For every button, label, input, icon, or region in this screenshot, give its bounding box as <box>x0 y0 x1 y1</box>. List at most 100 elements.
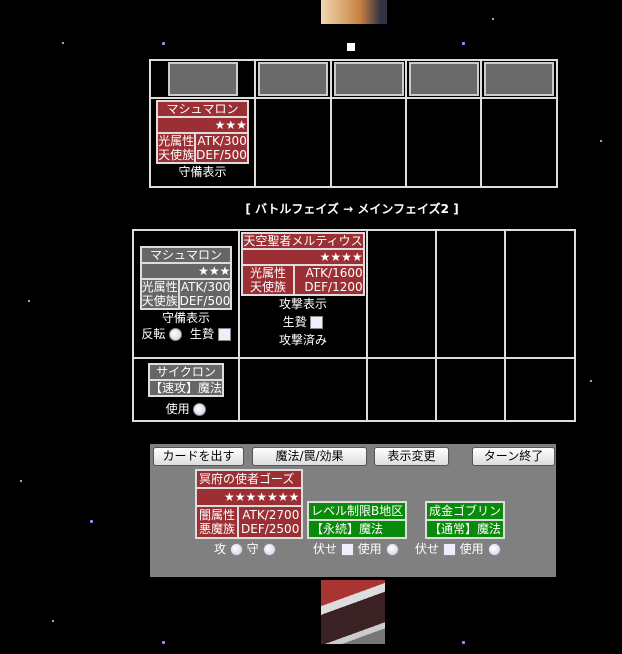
player-spell-zone[interactable]: サイクロン 【速攻】魔法 使用 <box>132 357 240 422</box>
flip-radio[interactable] <box>169 328 183 341</box>
tribute-label: 生贄 <box>189 327 214 341</box>
set-checkbox[interactable] <box>442 543 456 556</box>
set-label: 伏せ <box>313 542 338 556</box>
card-type: 【永続】魔法 <box>306 519 408 539</box>
hand-spell-card[interactable]: レベル制限B地区 【永続】魔法 <box>306 501 408 539</box>
star <box>590 380 592 382</box>
phase-indicator: [ バトルフェイズ → メインフェイズ2 ] <box>245 202 459 216</box>
card-atk: ATK/300 <box>180 280 231 294</box>
use-radio[interactable] <box>487 543 501 556</box>
star <box>462 42 465 45</box>
card-race: 悪魔族 <box>199 522 236 536</box>
card-name: マシュマロン <box>156 100 249 118</box>
card-name: 成金ゴブリン <box>424 501 506 521</box>
card-level: ★★★★ <box>241 248 365 266</box>
opponent-deck-indicator <box>347 43 355 51</box>
card-attribute: 光属性 <box>158 134 195 148</box>
player-avatar <box>321 580 385 644</box>
card-atk: ATK/2700 <box>242 508 300 522</box>
card-def: DEF/2500 <box>241 522 300 536</box>
card-name: 冥府の使者ゴーズ <box>194 469 304 489</box>
card-name: サイクロン <box>147 362 225 381</box>
player-spell-zone <box>238 357 368 422</box>
attack-position-radio[interactable] <box>229 543 243 556</box>
star <box>162 42 165 45</box>
card-level: ★★★★★★★ <box>194 487 304 507</box>
card-name: 天空聖者メルティウス <box>241 232 365 250</box>
card-level: ★★★ <box>156 116 249 134</box>
defense-label: 守 <box>246 542 259 556</box>
star <box>52 620 54 622</box>
star <box>90 520 93 523</box>
opponent-avatar <box>321 0 387 24</box>
card-attribute: 闇属性 <box>199 508 236 522</box>
player-spell-zone <box>504 357 576 422</box>
opponent-spell-zone <box>480 59 558 99</box>
player-monster-zone <box>435 229 506 359</box>
card-race: 天使族 <box>158 148 195 162</box>
tribute-label: 生贄 <box>282 315 307 329</box>
use-label: 使用 <box>165 401 190 416</box>
flip-label: 反転 <box>141 327 166 341</box>
star <box>162 641 165 644</box>
opponent-spell-zone <box>330 59 407 99</box>
spell-card[interactable]: サイクロン 【速攻】魔法 <box>147 362 225 397</box>
attacked-status: 攻撃済み <box>278 333 327 347</box>
player-monster-zone <box>504 229 576 359</box>
card-race: 天使族 <box>141 294 178 308</box>
attack-label: 攻 <box>214 542 227 556</box>
star <box>28 300 30 302</box>
set-checkbox[interactable] <box>340 543 354 556</box>
player-monster-zone <box>366 229 437 359</box>
card-name: マシュマロン <box>139 246 233 264</box>
hand-spell-card[interactable]: 成金ゴブリン 【通常】魔法 <box>424 501 506 539</box>
position-label: 守備表示 <box>178 165 227 179</box>
opponent-monster-zone <box>330 97 407 188</box>
star <box>20 480 22 482</box>
opponent-spell-zone <box>405 59 482 99</box>
opponent-spell-zone <box>149 59 256 99</box>
card-type: 【速攻】魔法 <box>147 378 225 397</box>
defense-position-radio[interactable] <box>262 543 276 556</box>
tribute-checkbox[interactable] <box>310 316 324 329</box>
card-attribute: 光属性 <box>249 266 286 280</box>
use-label: 使用 <box>459 542 484 556</box>
end-turn-button[interactable]: ターン終了 <box>472 447 555 466</box>
opponent-spell-zone <box>254 59 332 99</box>
card-def: DEF/1200 <box>304 280 363 294</box>
tribute-checkbox[interactable] <box>217 328 231 341</box>
card-atk: ATK/300 <box>197 134 247 148</box>
card-def: DEF/500 <box>196 148 247 162</box>
use-radio[interactable] <box>193 402 207 416</box>
card-attribute: 光属性 <box>141 280 178 294</box>
set-label: 伏せ <box>415 542 440 556</box>
change-position-button[interactable]: 表示変更 <box>374 447 449 466</box>
opponent-monster-zone <box>405 97 482 188</box>
star <box>600 140 602 142</box>
card-type: 【通常】魔法 <box>424 519 506 539</box>
control-panel: カードを出す 魔法/罠/効果 表示変更 ターン終了 冥府の使者ゴーズ ★★★★★… <box>150 444 556 577</box>
spell-trap-effect-button[interactable]: 魔法/罠/効果 <box>252 447 367 466</box>
opponent-monster-zone <box>254 97 332 188</box>
card-race: 天使族 <box>249 280 286 294</box>
card-atk: ATK/1600 <box>305 266 363 280</box>
star <box>462 641 465 644</box>
position-label: 攻撃表示 <box>278 297 327 311</box>
player-spell-zone <box>435 357 506 422</box>
play-card-button[interactable]: カードを出す <box>153 447 244 466</box>
star <box>492 18 494 20</box>
player-spell-zone <box>366 357 437 422</box>
star <box>62 42 64 44</box>
use-radio[interactable] <box>385 543 399 556</box>
card-def: DEF/500 <box>179 294 231 308</box>
card-name: レベル制限B地区 <box>306 501 408 521</box>
